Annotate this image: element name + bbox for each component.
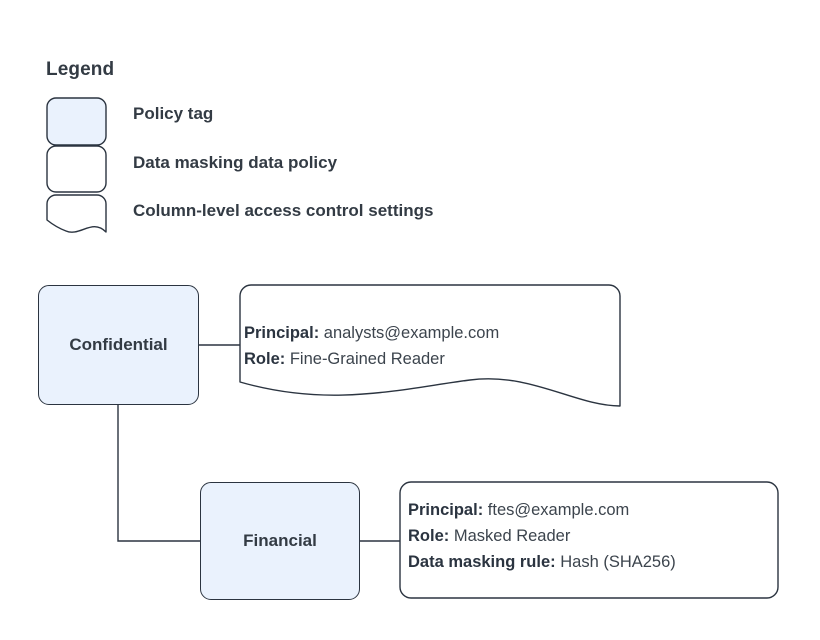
callout-2-line-masking-rule: Data masking rule: Hash (SHA256) bbox=[408, 549, 676, 575]
node-confidential-label: Confidential bbox=[69, 335, 168, 354]
callout-1-role-key: Role: bbox=[244, 350, 286, 368]
callout-2-role-value: Masked Reader bbox=[453, 527, 571, 545]
callout-1-role-value: Fine-Grained Reader bbox=[289, 350, 445, 368]
callout-confidential-access-settings-text: Principal: analysts@example.com Role: Fi… bbox=[244, 320, 499, 372]
callout-2-line-role: Role: Masked Reader bbox=[408, 523, 676, 549]
edge-confidential-to-financial bbox=[117, 405, 200, 542]
callout-2-role-key: Role: bbox=[408, 527, 450, 545]
callout-1-principal-value: analysts@example.com bbox=[323, 324, 500, 342]
callout-1-line-role: Role: Fine-Grained Reader bbox=[244, 346, 499, 372]
callout-financial-masking-policy-text: Principal: ftes@example.com Role: Masked… bbox=[408, 497, 676, 575]
legend-item-label-column-access-settings: Column-level access control settings bbox=[133, 201, 434, 220]
callout-2-line-principal: Principal: ftes@example.com bbox=[408, 497, 676, 523]
column-access-settings-swatch bbox=[46, 194, 107, 233]
node-financial-label: Financial bbox=[243, 531, 317, 550]
policy-tag-swatch bbox=[46, 97, 107, 146]
callout-2-masking-rule-key: Data masking rule: bbox=[408, 553, 556, 571]
callout-1-line-principal: Principal: analysts@example.com bbox=[244, 320, 499, 346]
data-masking-policy-swatch bbox=[46, 145, 107, 193]
callout-2-principal-value: ftes@example.com bbox=[487, 501, 630, 519]
callout-2-masking-rule-value: Hash (SHA256) bbox=[560, 553, 676, 571]
node-financial[interactable]: Financial bbox=[200, 482, 360, 600]
legend-item-label-policy-tag: Policy tag bbox=[133, 104, 214, 123]
callout-2-principal-key: Principal: bbox=[408, 501, 484, 519]
callout-1-principal-key: Principal: bbox=[244, 324, 320, 342]
node-confidential[interactable]: Confidential bbox=[38, 285, 199, 405]
legend-item-label-data-masking-policy: Data masking data policy bbox=[133, 153, 338, 172]
legend-title: Legend bbox=[46, 59, 115, 80]
